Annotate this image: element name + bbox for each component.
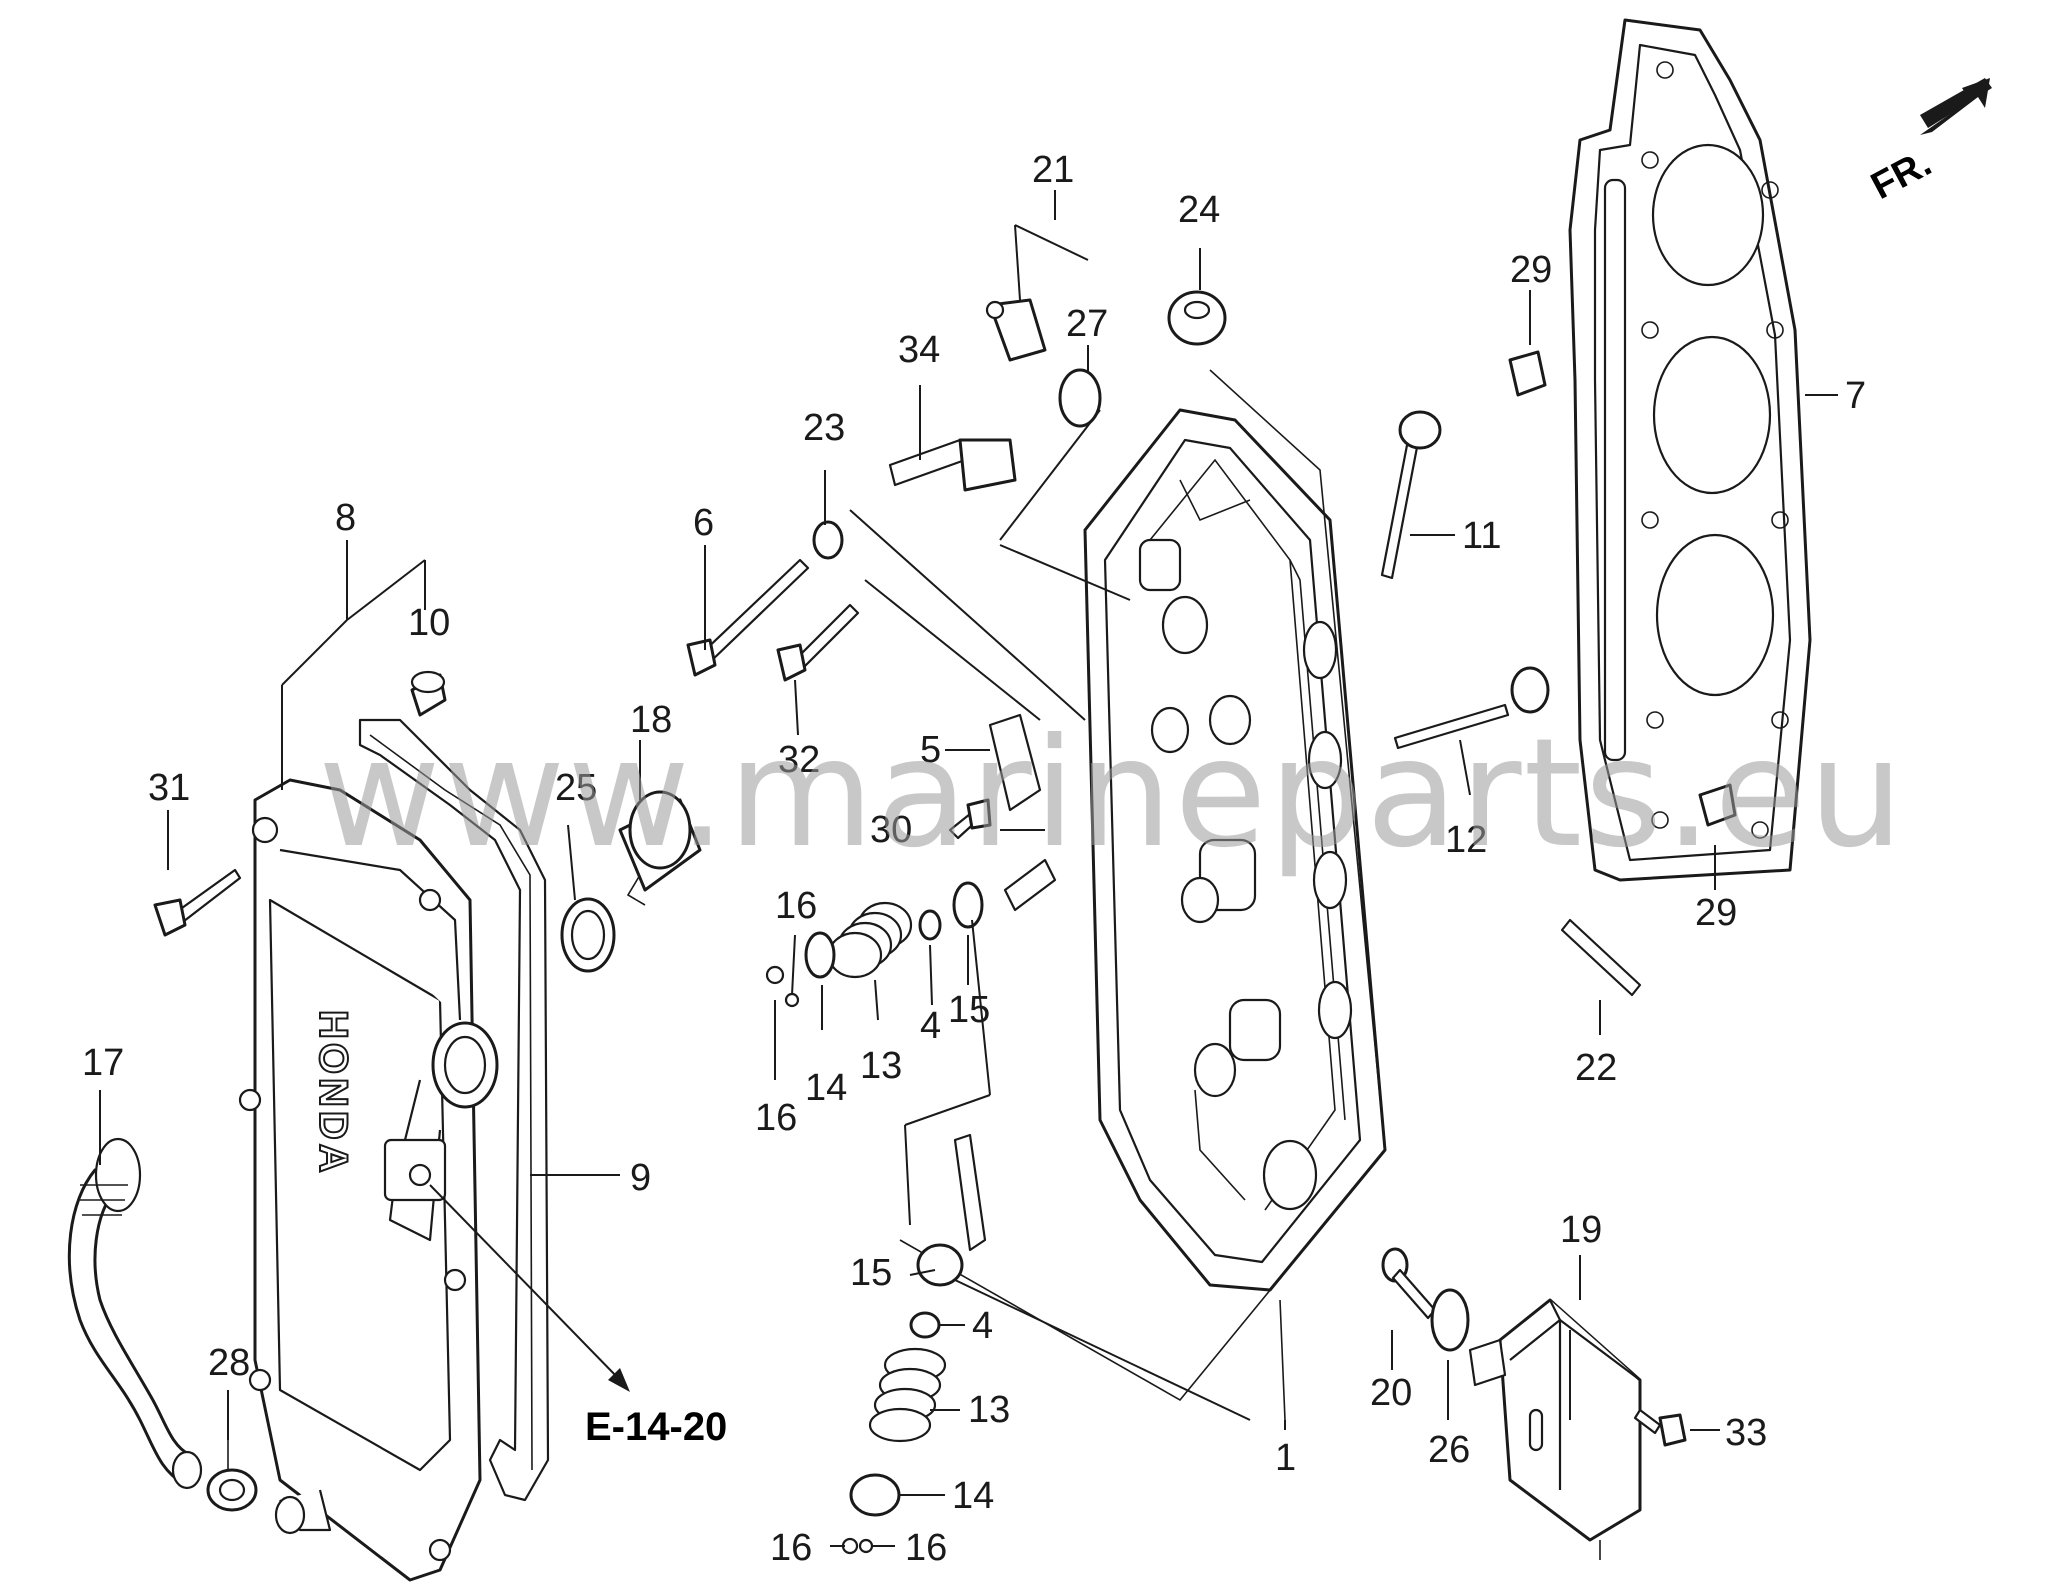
callout-26: 26 — [1428, 1429, 1470, 1471]
dowel-29-upper — [1508, 350, 1547, 397]
bolt-32 — [776, 603, 860, 682]
callout-33: 33 — [1725, 1412, 1767, 1454]
callout-7: 7 — [1845, 375, 1866, 417]
valve-guide-lower — [953, 1133, 987, 1252]
callout-32: 32 — [778, 739, 820, 781]
tube-clamp — [206, 1440, 258, 1512]
spring-seat-4-upper — [918, 909, 942, 941]
cotter-16-lower — [841, 1537, 859, 1555]
callout-13: 13 — [860, 1045, 902, 1087]
valve-spring-13-upper — [827, 901, 913, 979]
callout-8: 8 — [335, 497, 356, 539]
callout-30: 30 — [870, 809, 912, 851]
callout-22: 22 — [1575, 1047, 1617, 1089]
callout-20: 20 — [1370, 1372, 1412, 1414]
callout-17: 17 — [82, 1042, 124, 1084]
callout-31: 31 — [148, 767, 190, 809]
dowel-pin-10 — [410, 670, 447, 717]
callout-4: 4 — [972, 1305, 993, 1347]
callout-6: 6 — [693, 502, 714, 544]
washer-23 — [812, 520, 844, 560]
callout-18: 18 — [630, 699, 672, 741]
head-cover: HONDA — [238, 778, 499, 1582]
callout-16: 16 — [905, 1527, 947, 1569]
spring-retainer-14-lower — [849, 1473, 901, 1517]
callout-29: 29 — [1510, 249, 1552, 291]
callout-15: 15 — [850, 1252, 892, 1294]
callout-14: 14 — [805, 1067, 847, 1109]
valve-spring-13-lower — [868, 1347, 947, 1443]
callout-11: 11 — [1462, 515, 1501, 557]
callout-1: 1 — [1275, 1437, 1296, 1479]
leader-lines — [99, 190, 1720, 1547]
cap-24 — [1167, 290, 1227, 346]
callout-29: 29 — [1695, 892, 1737, 934]
callout-16: 16 — [775, 885, 817, 927]
oil-filler-cap-18 — [618, 790, 702, 906]
callout-12: 12 — [1445, 819, 1487, 861]
washer-27 — [1058, 368, 1102, 428]
temperature-sensor-34 — [888, 438, 1017, 492]
callout-27: 27 — [1066, 303, 1108, 345]
callout-13: 13 — [968, 1389, 1010, 1431]
cotter-16-upper — [765, 965, 785, 985]
callout-23: 23 — [803, 407, 845, 449]
valve-12 — [1393, 666, 1550, 750]
brand-emboss: HONDA — [311, 1010, 355, 1177]
switch-21 — [985, 298, 1047, 362]
bracket-5 — [945, 713, 1042, 812]
callout-9: 9 — [630, 1157, 651, 1199]
callout-10: 10 — [408, 602, 450, 644]
callout-5: 5 — [920, 729, 941, 771]
callout-21: 21 — [1032, 149, 1074, 191]
callout-16: 16 — [755, 1097, 797, 1139]
watermark: www.marineparts.eu — [318, 707, 1906, 881]
bolt-6 — [686, 558, 810, 677]
spring-retainer-14-upper — [804, 931, 836, 979]
breather-tube — [67, 1137, 203, 1490]
callout-25: 25 — [555, 767, 597, 809]
front-marker-label: FR. — [1865, 142, 1939, 208]
valve-11 — [1380, 410, 1442, 580]
bolt-30 — [948, 798, 992, 840]
reference-arrow — [429, 1184, 630, 1392]
valve-seal-15-lower — [916, 1243, 964, 1287]
valve-guide-upper — [1003, 858, 1057, 912]
callout-numbers: 1 4 4 5 6 7 8 9 10 11 12 13 13 14 14 15 … — [82, 149, 1866, 1569]
callout-16: 16 — [770, 1527, 812, 1569]
callout-14: 14 — [952, 1475, 994, 1517]
gasket-26 — [1430, 1288, 1470, 1352]
reference-label: E-14-20 — [585, 1405, 727, 1449]
bolt-33 — [1633, 1408, 1687, 1447]
callout-28: 28 — [208, 1342, 250, 1384]
callout-4: 4 — [920, 1005, 941, 1047]
callout-19: 19 — [1560, 1209, 1602, 1251]
valve-seal-15-upper — [952, 881, 984, 929]
head-cover-gasket — [358, 718, 620, 1502]
callout-34: 34 — [898, 329, 940, 371]
cover-bolt-31 — [153, 868, 242, 937]
stud-22 — [1560, 918, 1642, 997]
head-gasket — [1568, 18, 1838, 882]
callout-24: 24 — [1178, 189, 1220, 231]
bolt-20 — [1381, 1247, 1437, 1320]
dowel-29-lower — [1698, 783, 1737, 827]
cylinder-head — [899, 369, 1387, 1421]
callout-15: 15 — [948, 989, 990, 1031]
spring-seat-4-lower — [909, 1311, 941, 1339]
front-direction-arrow: FR. — [1865, 78, 1992, 208]
fuel-pump-19 — [1468, 1298, 1642, 1560]
